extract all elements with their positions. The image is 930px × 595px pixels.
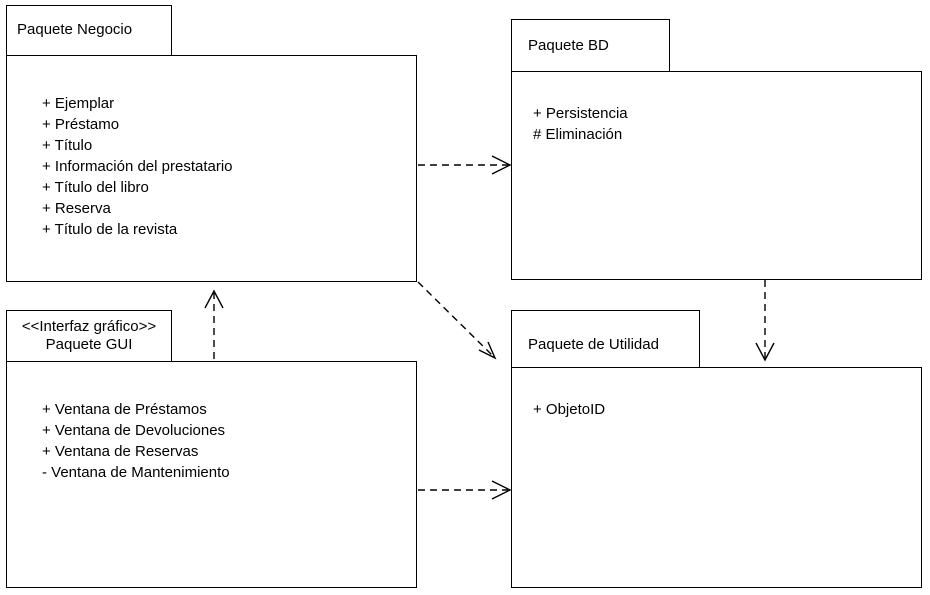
member-item: + Ejemplar [42, 95, 115, 112]
dependency-bd-to-utilidad [755, 280, 775, 362]
package-bd-tab [511, 19, 670, 72]
member-item: - Ventana de Mantenimiento [42, 464, 230, 481]
member-item: + ObjetoID [533, 401, 606, 418]
package-utilidad-body [511, 367, 922, 588]
package-utilidad-name: Paquete de Utilidad [528, 336, 659, 353]
package-gui-tab [6, 310, 172, 362]
dependency-negocio-to-utilidad [417, 281, 497, 360]
package-utilidad-members: + ObjetoID [533, 399, 605, 420]
member-item: + Ventana de Préstamos [42, 401, 207, 418]
dependency-gui-to-negocio [204, 289, 224, 359]
member-item: + Título de la revista [42, 221, 178, 238]
member-item: + Ventana de Reservas [42, 443, 199, 460]
member-item: + Persistencia [533, 105, 628, 122]
package-bd-members: + Persistencia # Eliminación [533, 103, 628, 145]
package-negocio-tab [6, 5, 172, 56]
member-item: # Eliminación [533, 126, 623, 143]
member-item: + Reserva [42, 200, 111, 217]
package-gui-label: <<Interfaz gráfico>> Paquete GUI [6, 318, 172, 354]
package-gui-stereotype: <<Interfaz gráfico>> [21, 318, 157, 335]
package-gui-name: Paquete GUI [45, 336, 133, 353]
member-item: + Título del libro [42, 179, 149, 196]
package-negocio-members: + Ejemplar + Préstamo + Título + Informa… [42, 93, 233, 240]
package-bd-name: Paquete BD [528, 37, 609, 54]
member-item: + Préstamo [42, 116, 120, 133]
package-negocio-body [6, 55, 417, 282]
dependency-gui-to-utilidad [418, 480, 512, 500]
package-gui-members: + Ventana de Préstamos + Ventana de Devo… [42, 399, 230, 483]
package-bd-body [511, 71, 922, 280]
package-negocio-name: Paquete Negocio [17, 21, 133, 38]
dependency-negocio-to-bd [418, 155, 512, 175]
member-item: + Título [42, 137, 93, 154]
package-gui-body [6, 361, 417, 588]
member-item: + Ventana de Devoluciones [42, 422, 226, 439]
member-item: + Información del prestatario [42, 158, 233, 175]
